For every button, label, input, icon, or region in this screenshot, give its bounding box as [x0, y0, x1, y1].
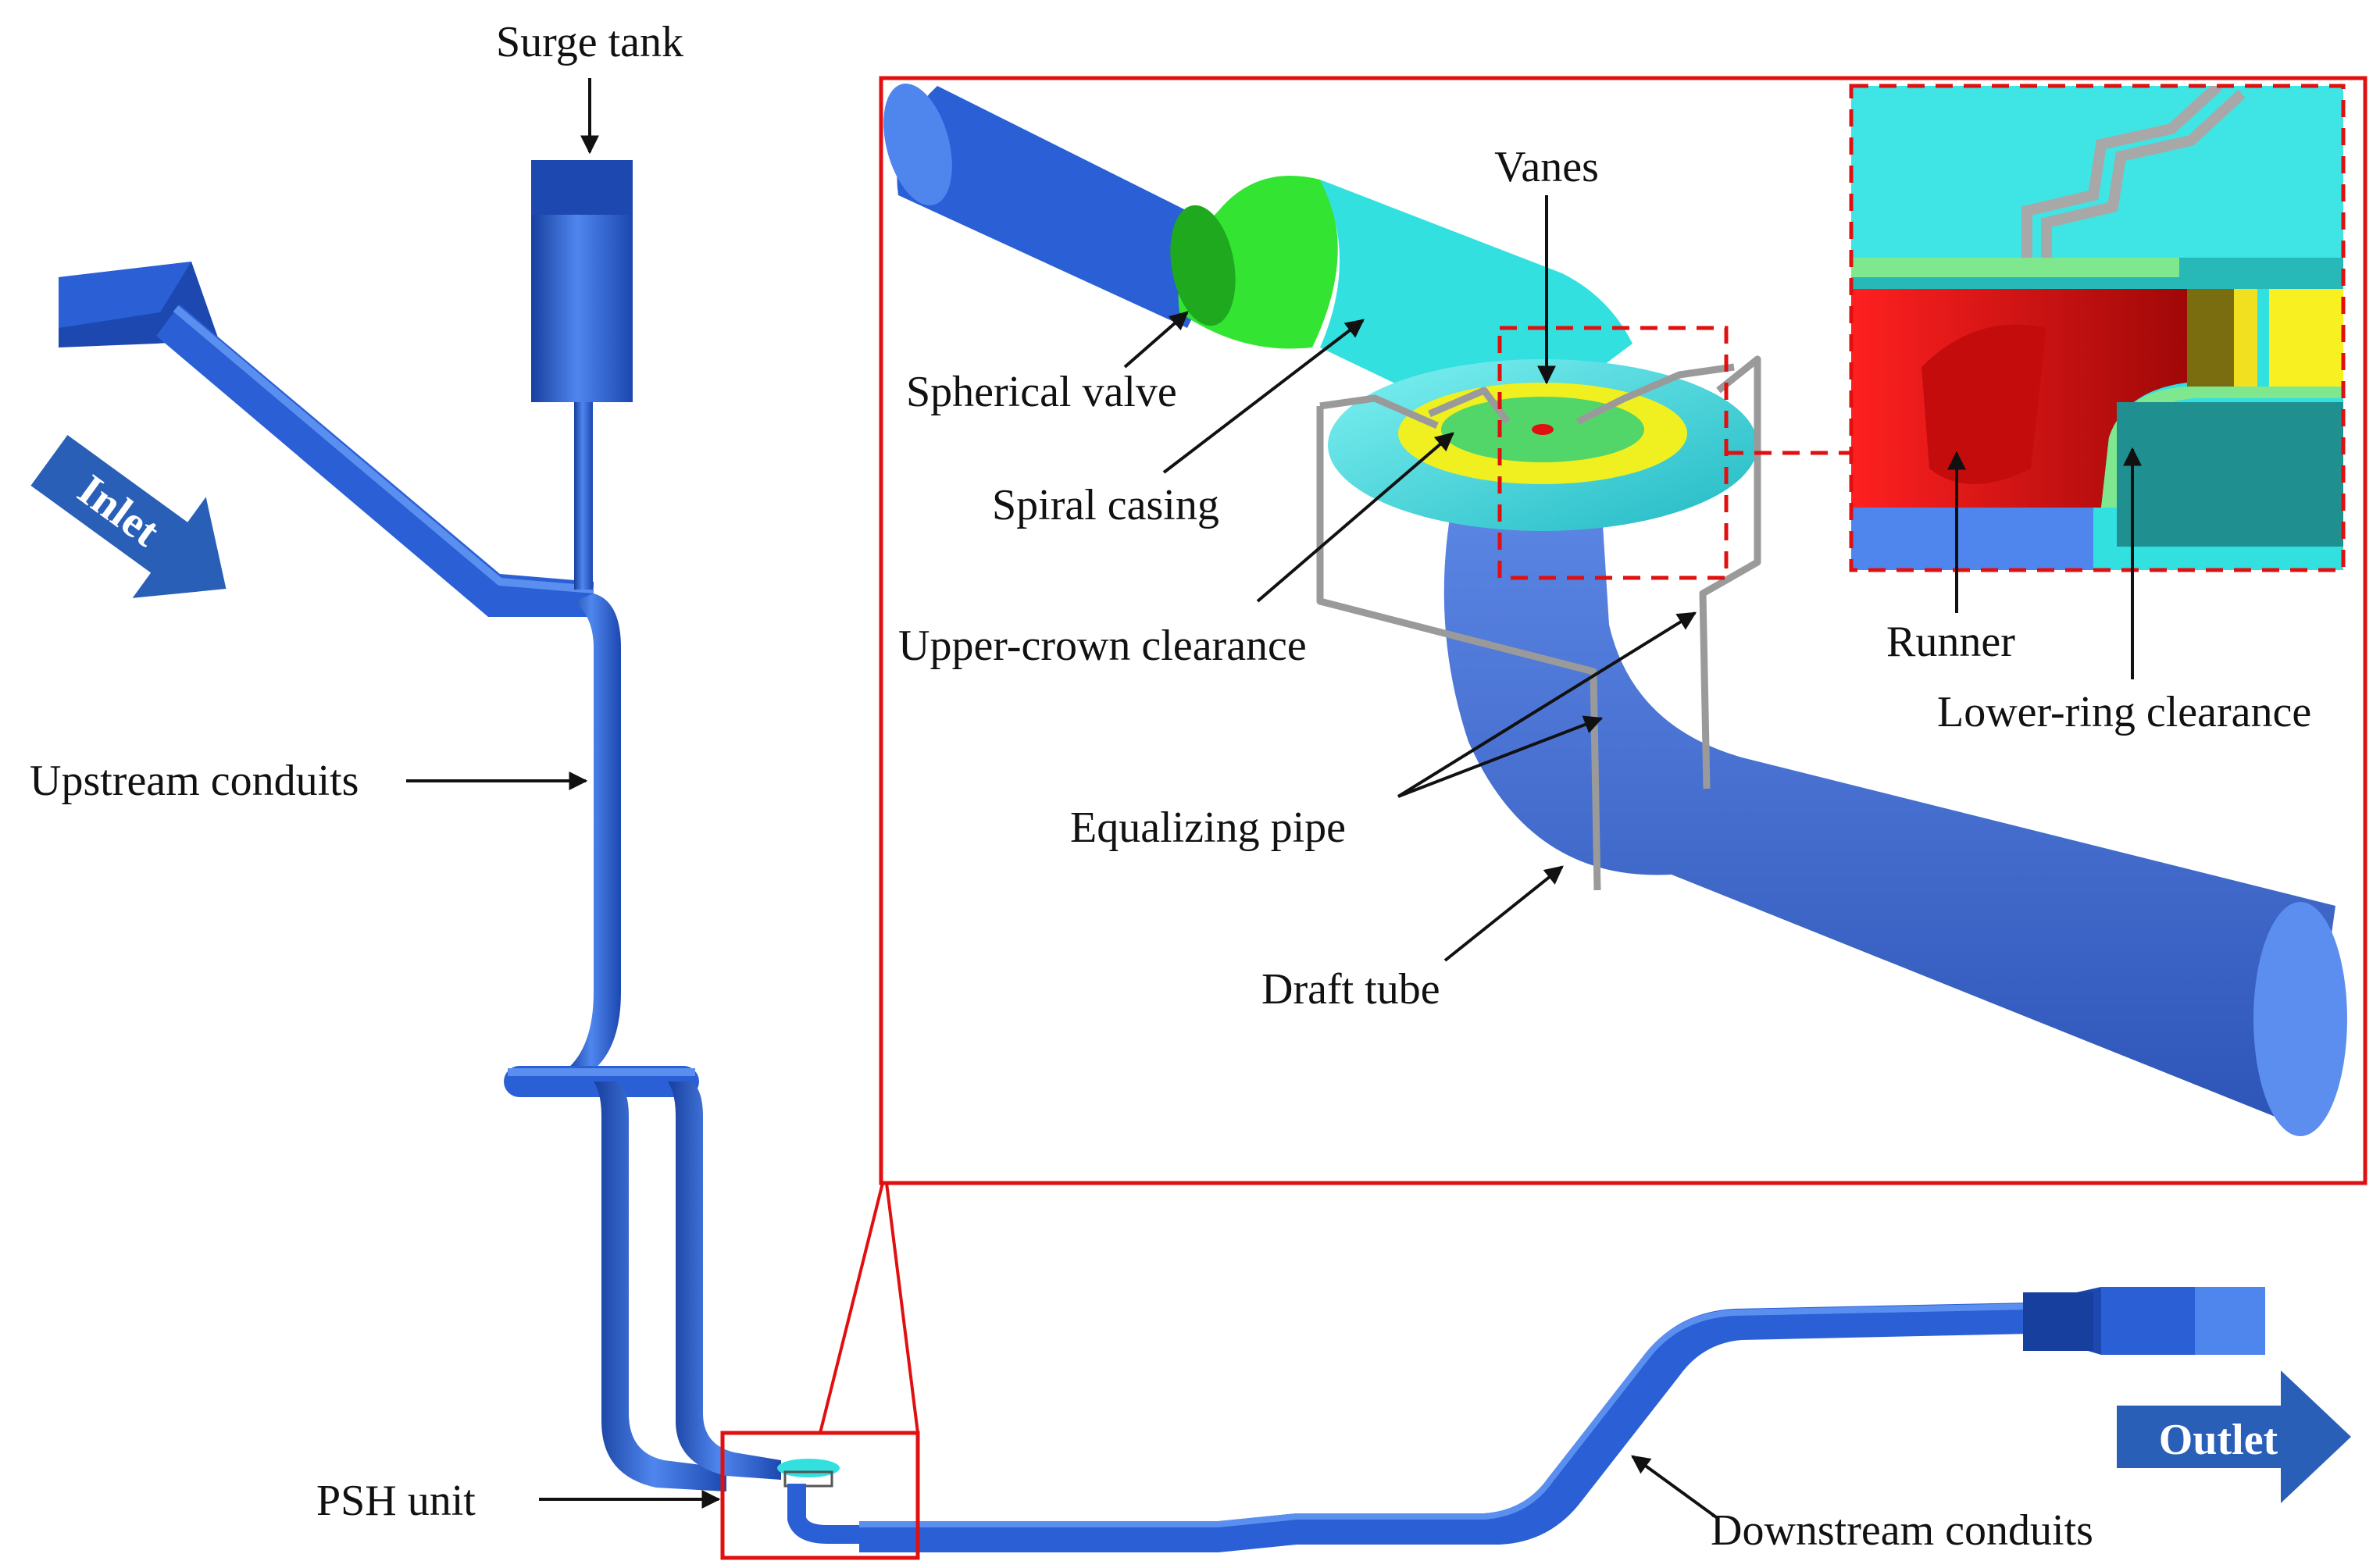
penstock-2 — [668, 1082, 781, 1480]
label-upstream-conduits: Upstream conduits — [30, 757, 359, 805]
psh-unit-small — [777, 1459, 859, 1544]
label-draft-tube: Draft tube — [1261, 965, 1440, 1014]
detail-inset — [1851, 86, 2343, 570]
draft-tube-outlet — [2253, 902, 2347, 1136]
inset-inlet-pipe — [897, 86, 1234, 328]
label-upper-crown-clearance: Upper-crown clearance — [898, 622, 1307, 670]
main-system — [59, 160, 2265, 1552]
runner-hub — [1532, 424, 1554, 435]
labels: Surge tank Upstream conduits PSH unit Do… — [30, 18, 2311, 1555]
label-psh-unit: PSH unit — [316, 1477, 476, 1525]
upstream-vertical-conduit — [566, 593, 621, 1070]
label-lower-ring-clearance: Lower-ring clearance — [1937, 688, 2311, 736]
upper-crown-band — [1851, 258, 2179, 277]
outlet-label: Outlet — [2159, 1416, 2278, 1464]
equalizing-pipe — [1316, 355, 1761, 891]
zoom-connector-right — [885, 1182, 919, 1434]
label-runner: Runner — [1886, 618, 2015, 666]
penstock-1 — [594, 1082, 726, 1491]
zoom-connector-left — [819, 1182, 884, 1434]
inlet-arrow: Inlet — [30, 435, 227, 598]
label-spiral-casing: Spiral casing — [992, 481, 1219, 529]
label-downstream-conduits: Downstream conduits — [1711, 1506, 2093, 1555]
detail-inset-frame — [1849, 84, 2346, 572]
label-vanes: Vanes — [1494, 143, 1599, 191]
label-surge-tank: Surge tank — [496, 18, 683, 66]
label-equalizing-pipe: Equalizing pipe — [1070, 804, 1346, 852]
draft-tube — [1443, 500, 2335, 1128]
label-spherical-valve: Spherical valve — [906, 368, 1177, 416]
outlet-arrow: Outlet — [2117, 1370, 2351, 1503]
